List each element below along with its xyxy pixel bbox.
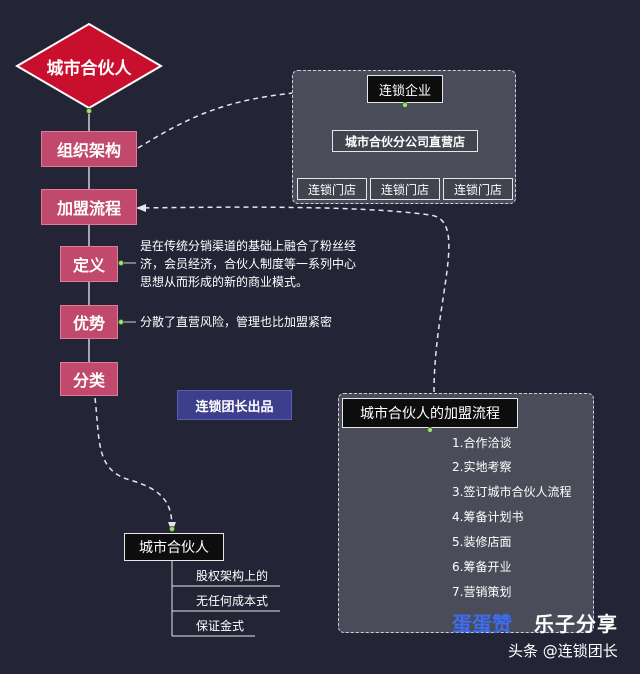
- definition-line: 是在传统分销渠道的基础上融合了粉丝经: [140, 239, 357, 253]
- root-node[interactable]: 城市合伙人: [17, 24, 161, 108]
- process-step[interactable]: 3.签订城市合伙人流程: [452, 481, 571, 503]
- process-step[interactable]: 4.筹备计划书: [452, 506, 523, 528]
- branch-definition[interactable]: 定义: [60, 246, 118, 282]
- definition-line: 思想从而形成的新的商业模式。: [140, 275, 309, 289]
- branch-join-process[interactable]: 加盟流程: [41, 189, 137, 225]
- process-step-label: 1.合作洽谈: [452, 436, 512, 450]
- process-step[interactable]: 2.实地考察: [452, 456, 511, 478]
- branch-org-structure-label: 组织架构: [56, 141, 121, 160]
- org-top-node[interactable]: 连锁企业: [367, 75, 443, 103]
- org-store-label: 连锁门店: [307, 182, 356, 197]
- process-step-label: 2.实地考察: [452, 460, 512, 474]
- definition-line: 济，会员经济，合伙人制度等一系列中心: [140, 257, 357, 271]
- category-item-label: 股权架构上的: [196, 569, 269, 583]
- watermark-site: 蛋蛋赞: [452, 612, 512, 636]
- process-step-label: 5.装修店面: [452, 535, 512, 549]
- root-connector-dot: [86, 108, 92, 114]
- watermark-brand: 乐子分享: [534, 612, 618, 636]
- org-top-dot: [402, 102, 408, 108]
- category-item-label: 无任何成本式: [196, 594, 269, 608]
- branch-advantage[interactable]: 优势: [60, 305, 118, 339]
- category-title-node[interactable]: 城市合伙人: [124, 533, 224, 561]
- org-store-label: 连锁门店: [453, 182, 502, 197]
- advantage-line: 分散了直营风险，管理也比加盟紧密: [140, 315, 333, 329]
- author-badge-label: 连锁团长出品: [195, 399, 274, 415]
- category-title-label: 城市合伙人: [139, 540, 209, 556]
- process-step[interactable]: 6.筹备开业: [452, 556, 511, 578]
- category-item[interactable]: 无任何成本式: [196, 590, 268, 612]
- org-middle-node[interactable]: 城市合伙分公司直营店: [332, 130, 478, 152]
- branch-definition-label: 定义: [72, 256, 105, 275]
- branch-org-structure[interactable]: 组织架构: [41, 131, 137, 167]
- branch-join-process-label: 加盟流程: [56, 199, 121, 218]
- process-title-dot: [427, 427, 433, 433]
- org-middle-label: 城市合伙分公司直营店: [344, 134, 465, 149]
- process-step-label: 6.筹备开业: [452, 560, 512, 574]
- process-step[interactable]: 1.合作洽谈: [452, 432, 511, 454]
- process-title-node[interactable]: 城市合伙人的加盟流程: [342, 398, 518, 428]
- process-step-label: 7.营销策划: [452, 585, 512, 599]
- process-title-label: 城市合伙人的加盟流程: [360, 406, 500, 422]
- org-top-label: 连锁企业: [378, 83, 431, 99]
- definition-text: 是在传统分销渠道的基础上融合了粉丝经 济，会员经济，合伙人制度等一系列中心 思想…: [140, 237, 400, 291]
- process-step[interactable]: 7.营销策划: [452, 581, 511, 603]
- advantage-text: 分散了直营风险，管理也比加盟紧密: [140, 313, 400, 331]
- org-store-node[interactable]: 连锁门店: [370, 178, 440, 200]
- advantage-connector-dot: [118, 319, 124, 325]
- category-item-label: 保证金式: [196, 619, 245, 633]
- watermark-line2: 头条 @连锁团长: [508, 642, 618, 660]
- definition-connector-dot: [118, 260, 124, 266]
- category-item[interactable]: 保证金式: [196, 615, 244, 637]
- process-step-label: 4.筹备计划书: [452, 510, 524, 524]
- branch-advantage-label: 优势: [72, 314, 105, 333]
- org-store-label: 连锁门店: [380, 182, 429, 197]
- branch-category[interactable]: 分类: [60, 362, 118, 396]
- process-panel: [338, 393, 594, 633]
- category-item[interactable]: 股权架构上的: [196, 565, 268, 587]
- branch-category-label: 分类: [72, 371, 105, 390]
- org-store-node[interactable]: 连锁门店: [297, 178, 367, 200]
- org-store-node[interactable]: 连锁门店: [443, 178, 513, 200]
- root-label: 城市合伙人: [46, 59, 132, 79]
- author-badge: 连锁团长出品: [177, 390, 292, 420]
- process-step-label: 3.签订城市合伙人流程: [452, 485, 572, 499]
- process-step[interactable]: 5.装修店面: [452, 531, 511, 553]
- category-title-dot: [169, 526, 175, 532]
